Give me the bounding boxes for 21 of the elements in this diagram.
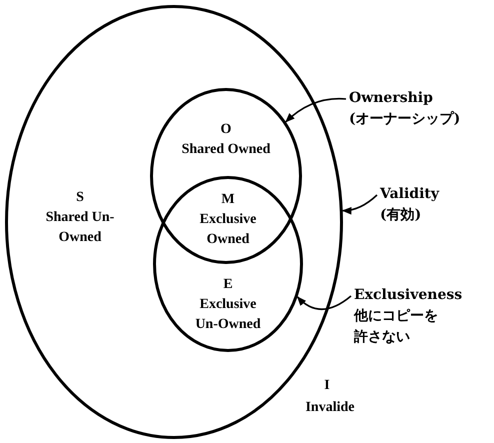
region-label: Shared Un-Owned [44, 209, 116, 247]
set-ellipse [153, 176, 303, 352]
region-label: Exclusive Owned [198, 211, 258, 249]
region-letter: E [222, 276, 234, 294]
annotation-text: Exclusiveness [354, 286, 462, 305]
leader-arrow [296, 295, 352, 310]
region-letter: S [75, 189, 85, 207]
annotation-text: (有効) [380, 206, 422, 225]
leader-arrow [342, 194, 378, 214]
set-ellipse [150, 88, 302, 264]
leader-arrow [285, 98, 346, 122]
region-label: Shared Owned [180, 141, 272, 159]
region-label: Invalide [304, 399, 356, 417]
region-letter: I [323, 377, 331, 395]
annotation-text: Ownership [349, 89, 433, 108]
region-letter: O [220, 121, 232, 139]
annotation-text: Validity [380, 185, 439, 204]
region-label: Exclusive Un-Owned [194, 296, 262, 334]
annotation-text: (オーナーシップ) [349, 110, 460, 129]
annotation-text: 他にコピーを許さない [354, 307, 439, 347]
region-letter: M [220, 191, 236, 209]
